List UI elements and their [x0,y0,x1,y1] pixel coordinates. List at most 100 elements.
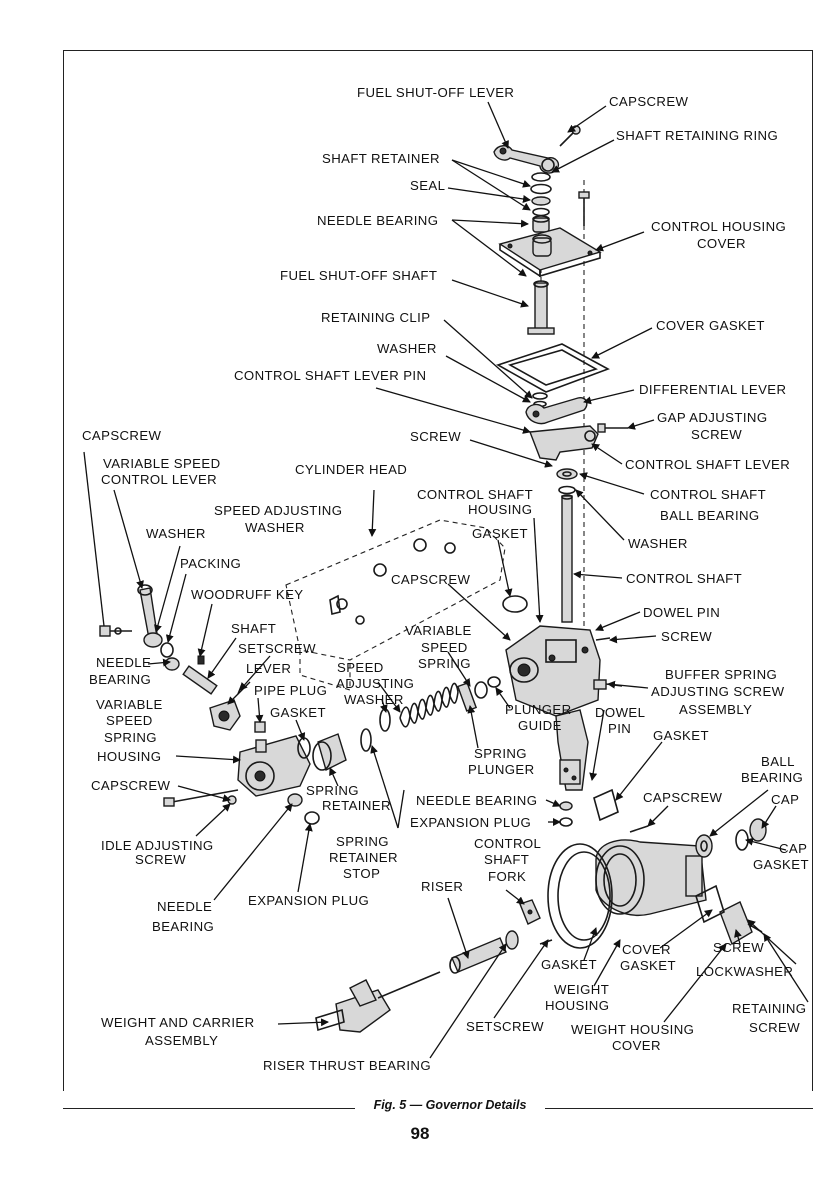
label-expansion-plug-mid: EXPANSION PLUG [410,815,531,830]
top-capscrew-part [559,125,581,147]
caption-rule-left [63,1108,355,1109]
label-vs-housing-4: HOUSING [97,749,161,764]
label-dowel-pin-mid-2: PIN [608,721,631,736]
label-spring-plunger-2: PLUNGER [468,762,535,777]
part-labels: FUEL SHUT-OFF LEVER CAPSCREW SHAFT RETAI… [82,85,809,1073]
label-pipe-plug: PIPE PLUG [254,683,327,698]
label-control-shaft-housing-1: CONTROL SHAFT [417,487,533,502]
label-speed-adjusting-washer-top-1: SPEED ADJUSTING [214,503,342,518]
seal-part [531,196,551,206]
label-control-housing-cover-2: COVER [697,236,746,251]
label-cover-gasket-lower-2: GASKET [620,958,676,973]
label-speed-adjusting-washer-top-2: WASHER [245,520,305,535]
label-plunger-guide-2: GUIDE [518,718,562,733]
label-capscrew-top: CAPSCREW [609,94,689,109]
label-shaft-retainer: SHAFT RETAINER [322,151,440,166]
variable-speed-spring-part [399,682,459,728]
label-cylinder-head: CYLINDER HEAD [295,462,407,477]
label-control-shaft-fork-3: FORK [488,869,526,884]
cover-screw-part [578,191,590,226]
label-needle-bearing-left-1: NEEDLE [96,655,151,670]
label-woodruff-key: WOODRUFF KEY [191,587,304,602]
label-gasket-housing: GASKET [472,526,528,541]
label-needle-bearing-top: NEEDLE BEARING [317,213,438,228]
label-control-shaft-fork-2: SHAFT [484,852,529,867]
label-packing: PACKING [180,556,241,571]
label-spring-retainer-stop-1: SPRING [336,834,389,849]
label-screw-lower: SCREW [713,940,764,955]
label-screw-mid: SCREW [410,429,461,444]
control-shaft-ball-bearing-part [556,468,578,480]
label-vs-housing-1: VARIABLE [96,697,163,712]
label-control-shaft-fork-1: CONTROL [474,836,541,851]
label-vs-spring-3: SPRING [418,656,471,671]
control-shaft-lever-part [529,425,599,461]
fuel-shutoff-shaft-part [527,280,555,335]
expansion-plug-bottom-part [304,811,320,825]
label-lockwasher: LOCKWASHER [696,964,793,979]
retainer-lower-part [532,207,550,217]
label-washer-upper: WASHER [377,341,437,356]
label-cap-gasket-1: CAP [779,841,807,856]
label-fuel-shutoff-lever: FUEL SHUT-OFF LEVER [357,85,514,100]
label-plunger-guide-1: PLUNGER [505,702,572,717]
label-ball-bearing-2: BEARING [741,770,803,785]
label-weight-and-carrier-2: ASSEMBLY [145,1033,218,1048]
label-spring-plunger-1: SPRING [474,746,527,761]
weight-housing-gasket-part [547,843,613,949]
figure-caption: Fig. 5 — Governor Details [373,1098,527,1112]
label-differential-lever: DIFFERENTIAL LEVER [639,382,786,397]
packing-part [160,642,174,658]
leader-lines [83,101,809,1059]
label-gasket-mid-right: GASKET [653,728,709,743]
label-shaft: SHAFT [231,621,276,636]
label-control-shaft-ball-bearing-2: BALL BEARING [660,508,760,523]
spring-retainer-stop-part [360,728,372,752]
label-idle-adjusting-screw-2: SCREW [135,852,186,867]
label-cover-gasket-lower-1: COVER [622,942,671,957]
label-seal: SEAL [410,178,445,193]
label-speed-adj-washer-mid-3: WASHER [344,692,404,707]
label-control-shaft: CONTROL SHAFT [626,571,742,586]
label-shaft-retaining-ring: SHAFT RETAINING RING [616,128,778,143]
gap-adjusting-screw-part [597,423,628,433]
riser-part [449,930,519,974]
label-expansion-plug-bottom: EXPANSION PLUG [248,893,369,908]
label-gasket-left: GASKET [270,705,326,720]
capscrew-left-part [99,625,132,637]
label-setscrew-bottom: SETSCREW [466,1019,544,1034]
lever-assembly-part [182,665,243,731]
needle-bearing-top-part [532,215,550,233]
label-weight-and-carrier-1: WEIGHT AND CARRIER [101,1015,255,1030]
weight-housing-cover-part [719,901,753,946]
label-weight-housing-2: HOUSING [545,998,609,1013]
label-control-shaft-lever-pin: CONTROL SHAFT LEVER PIN [234,368,426,383]
label-buffer-spring-2: ADJUSTING SCREW [651,684,785,699]
label-control-housing-cover-1: CONTROL HOUSING [651,219,786,234]
weight-housing-part [595,839,707,916]
label-screw-right: SCREW [661,629,712,644]
cover-gasket-lower-part [695,884,725,924]
plunger-guide-part [487,676,501,688]
label-buffer-spring-3: ASSEMBLY [679,702,752,717]
label-lever: LEVER [246,661,291,676]
label-cap-gasket-2: GASKET [753,857,809,872]
control-housing-cover-part [498,227,602,278]
control-shaft-fork-link-part [555,709,589,791]
spring-plunger-part [456,681,488,712]
shaft-retaining-ring-part [531,172,551,182]
page-number: 98 [410,1124,430,1143]
vs-control-lever-part [137,584,163,648]
shaft-retainer-part [530,183,552,195]
label-gap-adjusting-screw-1: GAP ADJUSTING [657,410,767,425]
pipe-plug-part [254,721,266,733]
label-vs-housing-3: SPRING [104,730,157,745]
weight-and-carrier-part [315,971,441,1033]
label-gap-adjusting-screw-2: SCREW [691,427,742,442]
label-control-shaft-lever: CONTROL SHAFT LEVER [625,457,790,472]
label-ball-bearing-1: BALL [761,754,795,769]
fuel-shutoff-lever-part [493,145,560,174]
screw-right-part [595,637,611,641]
label-weight-housing-cover-2: COVER [612,1038,661,1053]
